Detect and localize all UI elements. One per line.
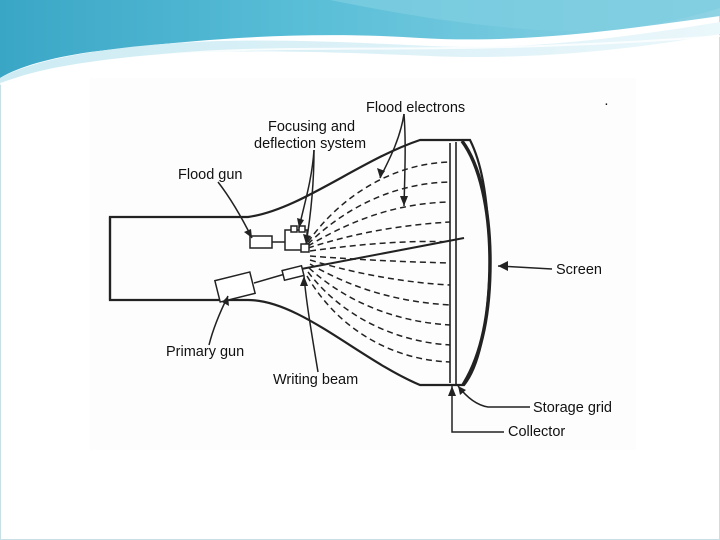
label-flood-electrons: Flood electrons bbox=[366, 100, 465, 116]
label-collector: Collector bbox=[508, 424, 565, 440]
screen-face bbox=[460, 139, 492, 386]
writing-beam-line bbox=[295, 237, 465, 271]
focusing-deflection-system bbox=[284, 225, 310, 253]
label-screen: Screen bbox=[556, 262, 602, 278]
svg-text:·: · bbox=[604, 96, 609, 112]
label-flood-gun: Flood gun bbox=[178, 167, 243, 183]
label-storage-grid: Storage grid bbox=[533, 400, 612, 416]
label-focusing-line1: Focusing and bbox=[268, 119, 355, 135]
header-wave-decoration bbox=[0, 0, 720, 85]
flood-electron-paths bbox=[306, 161, 451, 363]
label-writing-beam: Writing beam bbox=[273, 372, 358, 388]
label-focusing-line2: deflection system bbox=[254, 136, 366, 152]
primary-gun bbox=[213, 264, 305, 303]
label-primary-gun: Primary gun bbox=[166, 344, 244, 360]
flood-gun-body bbox=[249, 235, 273, 249]
collector-leader bbox=[451, 386, 504, 433]
storage-tube-diagram: Flood electrons Focusing and deflection … bbox=[90, 78, 636, 450]
